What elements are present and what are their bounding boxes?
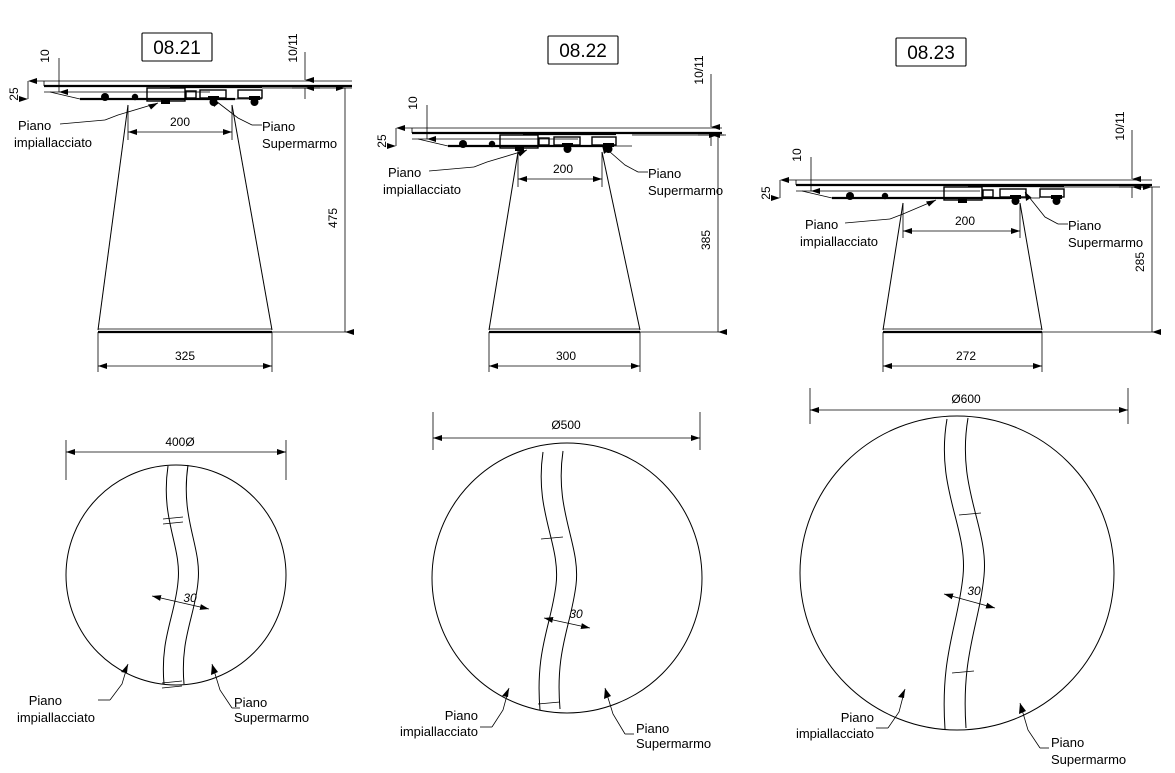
view-tag-label: 08.22 <box>559 41 607 62</box>
dim-column-top-0823: 200 <box>902 203 1021 238</box>
dim-diameter: 400Ø <box>165 435 194 449</box>
callout-marble-line1: Piano <box>1068 218 1101 233</box>
callout-marble-line2: Supermarmo <box>262 136 337 151</box>
dim-thickness-left-0823: 25 10 <box>759 148 820 201</box>
dim-diameter-0821: 400Ø <box>65 435 287 480</box>
dim-height-0823: 285 <box>1040 184 1161 335</box>
callout-marble-line1: Piano <box>636 721 669 736</box>
dim-diameter: Ø600 <box>951 392 981 406</box>
view-tag-0821: 08.21 <box>141 32 213 62</box>
callout-marble-line2: Supermarmo <box>648 183 723 198</box>
pedestal-0823 <box>882 202 1043 334</box>
dim-column-top: 200 <box>955 214 975 228</box>
dim-thickness-total: 25 <box>759 186 773 200</box>
callout-veneered-line1: Piano <box>29 693 62 708</box>
dim-thickness-total: 25 <box>375 134 389 148</box>
tabletop-section-0822 <box>398 127 722 153</box>
view-tag-0823: 08.23 <box>895 37 967 67</box>
dim-thickness-top: 10 <box>38 49 52 63</box>
dim-base-width-0822: 300 <box>488 332 641 372</box>
dim-thickness-edge: 10/11 <box>692 55 706 84</box>
tabletop-section-0823 <box>782 179 1152 205</box>
callout-marble-line1: Piano <box>1051 735 1084 750</box>
dim-gap-0821: 30 <box>151 591 210 610</box>
dim-column-top: 200 <box>553 162 573 176</box>
dim-height-0821: 475 <box>262 85 354 335</box>
callout-veneered-line1: Piano <box>18 118 51 133</box>
callout-veneered-line1: Piano <box>805 217 838 232</box>
view-0823-elevation: 08.23 <box>759 37 1161 372</box>
tabletop-section <box>30 80 352 106</box>
callout-veneered-0822: Piano impiallacciato <box>383 149 528 197</box>
callout-marble-0821: Piano Supermarmo <box>211 97 337 151</box>
callout-veneered-plan-0823: Piano impiallacciato <box>796 688 906 741</box>
dim-diameter-0822: Ø500 <box>432 412 701 450</box>
callout-marble-0823: Piano Supermarmo <box>1024 191 1143 250</box>
callout-marble-line2: Supermarmo <box>636 736 711 751</box>
dim-thickness-left-0821: 25 10 <box>7 49 68 102</box>
dim-base-width: 325 <box>175 349 195 363</box>
callout-veneered-line1: Piano <box>841 710 874 725</box>
view-0822-elevation: 08.22 <box>375 35 727 372</box>
dim-thickness-edge: 10/11 <box>286 33 300 62</box>
callout-marble-0822: Piano Supermarmo <box>601 144 723 198</box>
dim-thickness-total: 25 <box>7 87 21 101</box>
callout-marble-plan-0823: Piano Supermarmo <box>1019 702 1126 767</box>
callout-veneered-line2: impiallacciato <box>800 234 878 249</box>
dim-thickness-edge: 10/11 <box>1113 111 1127 140</box>
dim-base-width: 300 <box>556 349 576 363</box>
dim-diameter: Ø500 <box>551 418 581 432</box>
view-0823-plan: 30 Ø600 Piano impiallacciato Piano Super… <box>796 388 1129 767</box>
callout-veneered-line2: impiallacciato <box>400 724 478 739</box>
callout-veneered-line1: Piano <box>388 165 421 180</box>
dim-gap-0822: 30 <box>543 607 591 630</box>
dim-gap-0823: 30 <box>943 584 996 609</box>
dim-thickness-top: 10 <box>790 148 804 162</box>
callout-marble-line1: Piano <box>648 166 681 181</box>
callout-marble-line2: Supermarmo <box>234 710 309 725</box>
dim-diameter-0823: Ø600 <box>809 388 1129 424</box>
dim-height-0822: 385 <box>632 132 727 335</box>
callout-veneered-0821: Piano impiallacciato <box>14 102 159 150</box>
callout-marble-plan-0821: Piano Supermarmo <box>211 663 309 725</box>
callout-veneered-line2: impiallacciato <box>383 182 461 197</box>
dim-thickness-top: 10 <box>406 96 420 110</box>
dim-height: 475 <box>326 208 340 228</box>
callout-veneered-plan-0822: Piano impiallacciato <box>400 687 510 739</box>
view-0821-elevation: 08.21 <box>7 32 354 372</box>
dim-gap: 30 <box>967 584 981 598</box>
callout-veneered-line1: Piano <box>445 708 478 723</box>
dim-column-top: 200 <box>170 115 190 129</box>
dim-height: 385 <box>699 230 713 250</box>
view-tag-label: 08.21 <box>153 38 201 59</box>
callout-veneered-line2: impiallacciato <box>14 135 92 150</box>
dim-column-top-0822: 200 <box>517 152 603 187</box>
callout-marble-line2: Supermarmo <box>1068 235 1143 250</box>
view-0822-plan: 30 Ø500 Piano impiallacciato Piano Super… <box>400 412 711 751</box>
dim-base-width: 272 <box>956 349 976 363</box>
dim-thickness-left-0822: 25 10 <box>375 96 436 149</box>
pedestal-0821 <box>97 104 273 334</box>
callout-marble-line2: Supermarmo <box>1051 752 1126 767</box>
pedestal-0822 <box>488 151 641 334</box>
view-tag-0822: 08.22 <box>547 35 619 65</box>
dim-base-width-0821: 325 <box>97 332 273 372</box>
callout-veneered-line2: impiallacciato <box>796 726 874 741</box>
callout-veneered-plan-0821: Piano impiallacciato <box>17 663 129 725</box>
callout-marble-line1: Piano <box>262 119 295 134</box>
callout-veneered-line2: impiallacciato <box>17 710 95 725</box>
dim-gap: 30 <box>569 607 583 621</box>
view-tag-label: 08.23 <box>907 43 955 64</box>
callout-marble-plan-0822: Piano Supermarmo <box>604 687 711 751</box>
dim-thickness-right-0821: 10/11 <box>286 33 320 99</box>
dim-column-top-0821: 200 <box>127 105 233 140</box>
view-0821-plan: 30 400Ø Piano impiallacciato Piano Super… <box>17 435 309 725</box>
dim-base-width-0823: 272 <box>882 332 1043 372</box>
dim-gap: 30 <box>183 591 197 605</box>
callout-marble-line1: Piano <box>234 695 267 710</box>
dim-height: 285 <box>1133 252 1147 272</box>
callout-veneered-0823: Piano impiallacciato <box>800 199 937 249</box>
